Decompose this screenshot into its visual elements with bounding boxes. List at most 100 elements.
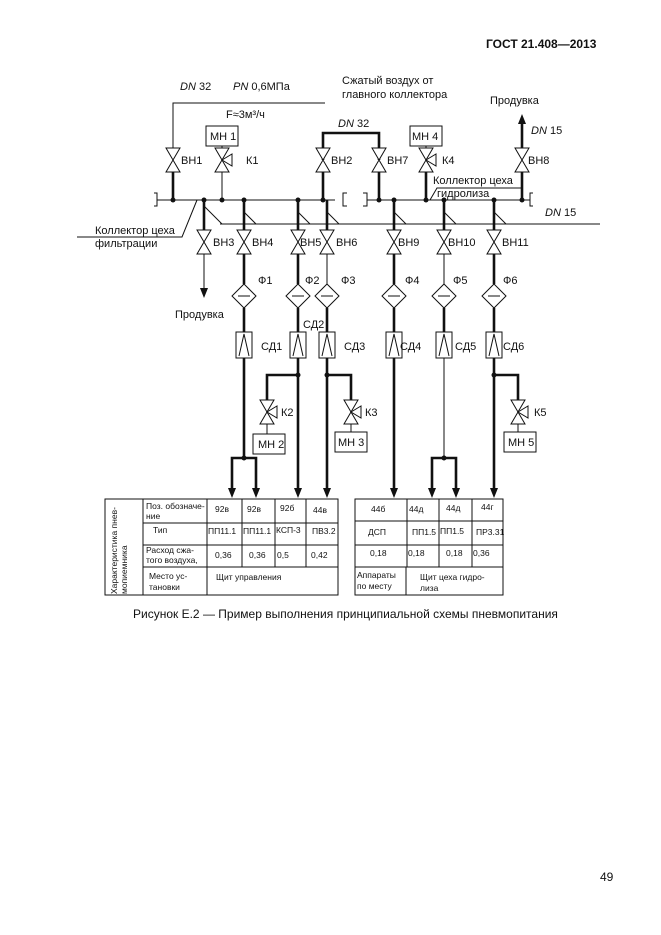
filter-label-f3: Ф3 [341, 275, 355, 287]
valve-label-vn5: ВН5 [300, 237, 321, 249]
cell-left-flow-1: 0,36 [215, 550, 232, 560]
cell-left-type-4: ПВ3.2 [312, 526, 336, 536]
filter-f4 [381, 283, 407, 309]
reducer-label-sd5: СД5 [455, 341, 476, 353]
table-side-header-line2: мопиемника [119, 545, 129, 594]
main-supply-line [172, 102, 325, 160]
reducer-sd2 [289, 331, 307, 359]
filter-f3 [314, 283, 340, 309]
dn15-bus-label: DN 15 [545, 207, 576, 219]
gauge-mn2 [252, 433, 286, 455]
filter-label-f2: Ф2 [305, 275, 319, 287]
row-label-flow-line1: Расход сжа- [146, 545, 194, 555]
gauge-label-mn4: МН 4 [412, 131, 438, 143]
purge-up-arrow [518, 114, 526, 124]
filter-label-f4: Ф4 [405, 275, 419, 287]
valve-label-vn4: ВН4 [252, 237, 273, 249]
reducer-label-sd2: СД2 [303, 319, 324, 331]
cell-left-flow-2: 0,36 [249, 550, 266, 560]
cell-right-pos-1: 44б [371, 504, 385, 514]
cell-left-flow-3: 0,5 [277, 550, 289, 560]
cell-left-pos-3: 92б [280, 503, 294, 513]
reducer-label-sd6: СД6 [503, 341, 524, 353]
gauge-mn5 [503, 431, 537, 453]
cock-k1 [214, 147, 233, 173]
source-label-line2: главного коллектора [342, 89, 448, 101]
flow-label: F≈3м³/ч [226, 109, 265, 121]
table-side-header-line1: Характеристика пнев- [109, 507, 119, 594]
reducer-sd3 [318, 331, 336, 359]
cell-right-place-rest-line2: лиза [420, 583, 439, 593]
valve-label-vn8: ВН8 [528, 155, 549, 167]
gauge-label-mn3: МН 3 [338, 437, 364, 449]
valve-vn6 [319, 229, 335, 255]
cock-k2 [259, 399, 278, 425]
valve-vn1 [165, 147, 181, 173]
valve-label-vn9: ВН9 [398, 237, 419, 249]
cell-right-type-4: ПР3.31 [476, 527, 505, 537]
cock-label-k4: К4 [442, 155, 455, 167]
reducer-label-sd4: СД4 [400, 341, 421, 353]
gauge-label-mn5: МН 5 [508, 437, 534, 449]
reducer-sd1 [235, 331, 253, 359]
valve-vn4 [236, 229, 252, 255]
cell-right-place-first-line2: по месту [357, 581, 393, 591]
purge-left-label: Продувка [175, 309, 225, 321]
purge-down-arrow [200, 288, 208, 298]
valve-vn7 [371, 147, 387, 173]
valve-label-vn2: ВН2 [331, 155, 352, 167]
cock-label-k3: К3 [365, 407, 378, 419]
arrow-to-44v [323, 488, 331, 498]
valve-label-vn10: ВН10 [448, 237, 476, 249]
cock-k3 [343, 399, 362, 425]
cell-right-flow-4: 0,36 [473, 548, 490, 558]
arrow-to-44b [390, 488, 398, 498]
reducer-label-sd1: СД1 [261, 341, 282, 353]
arrow-to-92v-1 [228, 488, 236, 498]
collector-hydrolysis-label-line2: гидролиза [437, 188, 490, 200]
gauge-label-mn1: МН 1 [210, 131, 236, 143]
reducer-label-sd3: СД3 [344, 341, 365, 353]
arrow-to-92v-2 [252, 488, 260, 498]
dn32-main-label: DN 32 [180, 81, 211, 93]
cell-left-type-1: ПП11.1 [208, 526, 236, 536]
collector-filtration-label-line1: Коллектор цеха [95, 225, 176, 237]
cell-left-type-2: ПП11.1 [243, 526, 271, 536]
cell-left-pos-1: 92в [215, 504, 229, 514]
row-label-pos-line2: ние [146, 511, 160, 521]
cell-right-flow-2: 0,18 [408, 548, 425, 558]
dn32-branch-line [321, 131, 381, 160]
consumer-table-left [104, 498, 339, 596]
row-label-pos-line1: Поз. обозначе- [146, 501, 205, 511]
cell-right-type-2: ПП1.5 [412, 527, 436, 537]
pn-label: PN 0,6МПа [233, 81, 291, 93]
arrow-to-44g [490, 488, 498, 498]
valve-label-vn7: ВН7 [387, 155, 408, 167]
valve-label-vn6: ВН6 [336, 237, 357, 249]
row-label-flow-line2: того воздуха, [146, 555, 198, 565]
source-label-line1: Сжатый воздух от [342, 75, 433, 87]
standard-header: ГОСТ 21.408—2013 [486, 37, 597, 51]
valve-label-vn11: ВН11 [502, 237, 529, 249]
cell-left-type-3: КСП-3 [276, 525, 301, 535]
cock-label-k5: К5 [534, 407, 547, 419]
valve-vn8 [514, 147, 530, 173]
valve-label-vn3: ВН3 [213, 237, 234, 249]
reducer-sd5 [435, 331, 453, 359]
page-number: 49 [600, 870, 614, 884]
arrow-to-44d-2 [452, 488, 460, 498]
cell-right-place-first-line1: Аппараты [357, 570, 396, 580]
cell-right-type-3: ПП1.5 [440, 526, 464, 536]
consumer-table-right [354, 498, 504, 596]
cell-left-place: Щит управления [216, 572, 282, 582]
filter-f2 [285, 283, 311, 309]
cell-right-pos-3: 44д [446, 503, 460, 513]
dn15-top-label: DN 15 [531, 125, 562, 137]
filter-f6 [481, 283, 507, 309]
cell-right-flow-3: 0,18 [446, 548, 463, 558]
filter-label-f6: Ф6 [503, 275, 517, 287]
arrow-to-44d-1 [428, 488, 436, 498]
cell-right-pos-4: 44г [481, 502, 494, 512]
cock-k5 [510, 399, 529, 425]
